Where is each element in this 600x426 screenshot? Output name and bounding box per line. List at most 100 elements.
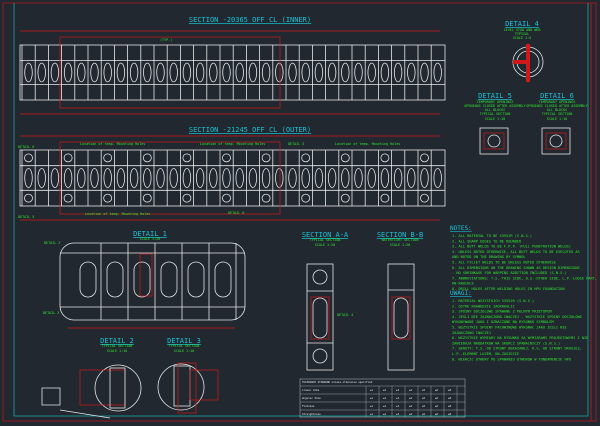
tolerance-value: ±3 [396, 404, 400, 408]
tolerance-value: ±8 [448, 396, 452, 400]
lightening-hole [209, 62, 218, 83]
tolerance-value: ±2 [383, 404, 387, 408]
lightening-hole [341, 168, 350, 188]
lightening-hole [367, 168, 376, 188]
detail3-title: DETAIL 3 [167, 337, 201, 345]
lightening-hole [380, 62, 390, 83]
note-item: 3. SPOINY DOCZOLOWE SPAWANE Z PELNYM PRZ… [452, 310, 552, 314]
lightening-hole [182, 168, 192, 188]
note-item: KN-KNUCKLE [452, 282, 474, 286]
lightening-hole [261, 168, 271, 188]
detail4-drawing[interactable] [512, 44, 544, 82]
lightening-hole [214, 261, 232, 298]
lightening-hole [37, 62, 46, 83]
tolerance-value: ±4 [409, 412, 413, 416]
lightening-hole [380, 168, 390, 188]
lightening-hole [24, 62, 33, 83]
tolerance-value: ±1 [370, 412, 374, 416]
detail-callout: DETAIL 5 [18, 215, 34, 219]
tolerance-row-label: Angular dims [302, 396, 321, 400]
tolerance-value: ±6 [435, 404, 439, 408]
section-bb-scale: SCALE 1:20 [390, 243, 410, 247]
note-item: 5. ALL FILLET WELDS TO BE UNLESS NOTED O… [452, 261, 556, 265]
detail4-sub2: TYPICAL [515, 32, 529, 36]
note-item: 8. WIERCIC OTWORY PO SPAWANIU OTWOROW W … [452, 357, 571, 361]
outer-callout: Location of temp. Mounting Holes [80, 142, 145, 146]
tolerance-value: ±4 [409, 396, 413, 400]
section-outer-title: SECTION -21245 OFF CL (OUTER) [189, 126, 311, 134]
detail3-scale: SCALE 1:10 [174, 349, 194, 353]
tolerance-value: ±4 [409, 388, 413, 392]
section-outer-drawing[interactable] [19, 135, 446, 221]
lightening-hole [420, 62, 429, 83]
detail3-drawing[interactable] [157, 362, 219, 414]
lightening-hole [222, 62, 231, 83]
tolerance-table: TOLERANCE STANDARD unless otherwise spec… [299, 378, 466, 418]
detail6-scale: SCALE 1:10 [547, 117, 567, 121]
lightening-hole [156, 168, 165, 188]
lightening-hole [50, 62, 60, 83]
lightening-hole [182, 62, 192, 83]
note-item: 2. OSTRE KRAWEDZIE ZAOKRAGLIC [452, 304, 515, 308]
tolerance-value: ±3 [396, 388, 400, 392]
lightening-hole [143, 62, 152, 83]
detail2-title: DETAIL 2 [100, 337, 134, 345]
lightening-hole [63, 168, 73, 188]
section-inner-drawing[interactable] [19, 30, 446, 115]
lightening-hole [354, 168, 363, 188]
note-item: ZAWIERAJA NADDATKOW NA SKURCZ SPAWALNICZ… [452, 341, 560, 345]
detail3-sub: TYPICAL SECTION [169, 344, 200, 348]
section-aa-title: SECTION A-A [302, 231, 349, 239]
lightening-hole [407, 168, 416, 188]
note-item: AND NOTED ON THE DRAWING BY SYMBOL [452, 255, 526, 259]
lightening-hole [261, 62, 271, 83]
detail4-sub1: LEVEL STUD AND WEB [504, 28, 541, 32]
note-item: 4. UNLESS NOTED OTHERWISE, ALL BUTT WELD… [452, 250, 580, 254]
detail5-line: OPENINGS CLOSED AFTER ASSEMBLY [464, 104, 525, 108]
tolerance-row-label: Flatness [302, 404, 315, 408]
detail5-line: TEMPORARY OPENINGS [477, 100, 514, 104]
tolerance-value: ±1 [370, 404, 374, 408]
lightening-hole [248, 62, 258, 83]
detail6-line: OPENINGS CLOSED AFTER ASSEMBLY [526, 104, 587, 108]
lightening-hole [103, 168, 112, 188]
detail5-scale: SCALE 1:10 [485, 117, 505, 121]
note-item: 2. ALL SHARP EDGES TO BE ROUNDED [452, 239, 521, 243]
detail5-line: ALL BLOCKS [485, 108, 505, 112]
section-aa-drawing[interactable] [306, 263, 334, 371]
lightening-hole [235, 168, 244, 188]
detail-callout: DETAIL 6 [18, 145, 34, 149]
detail6-drawing[interactable] [541, 127, 571, 155]
section-aa-callout: DETAIL 4 [337, 313, 353, 317]
detail5-line: TYPICAL SECTION [480, 112, 511, 116]
lightening-hole [341, 62, 350, 83]
note-item: 8. DRILL HOLES AFTER WELDING HOLES IN HP… [452, 287, 565, 291]
lightening-hole [393, 168, 403, 188]
detail-callout: DETAIL 6 [228, 211, 244, 215]
lightening-hole [90, 62, 99, 83]
lightening-hole [129, 168, 139, 188]
inner-frame [13, 3, 589, 417]
lightening-hole [248, 168, 258, 188]
outer-border [2, 2, 597, 422]
tolerance-value: ±1 [370, 396, 374, 400]
outer-callout: Location of temp. Mounting Holes [200, 142, 265, 146]
tolerance-value: ±8 [448, 412, 452, 416]
tolerance-header: TOLERANCE STANDARD unless otherwise spec… [302, 380, 373, 384]
detail1-drawing[interactable] [59, 242, 246, 329]
lightening-hole [116, 62, 126, 83]
lightening-hole [235, 62, 244, 83]
notes-list: 1. ALL MATERIAL TO BE S355JR (S.N.S.)2. … [452, 234, 597, 291]
detail5-drawing[interactable] [479, 127, 509, 155]
section-bb-drawing[interactable] [387, 263, 415, 371]
tolerance-value: ±3 [396, 412, 400, 416]
lightening-hole [129, 62, 139, 83]
typ-label: (TYP.) [160, 38, 172, 42]
tolerance-value: ±1 [370, 388, 374, 392]
note-item: L.P.-ELEMENT LUZEM, KN-ZAGIECIE [452, 352, 519, 356]
detail2-drawing[interactable] [41, 364, 142, 419]
note-item: ZAZNACZONO INACZEJ [452, 331, 491, 335]
tolerance-value: ±6 [435, 396, 439, 400]
lightening-hole [79, 261, 97, 298]
